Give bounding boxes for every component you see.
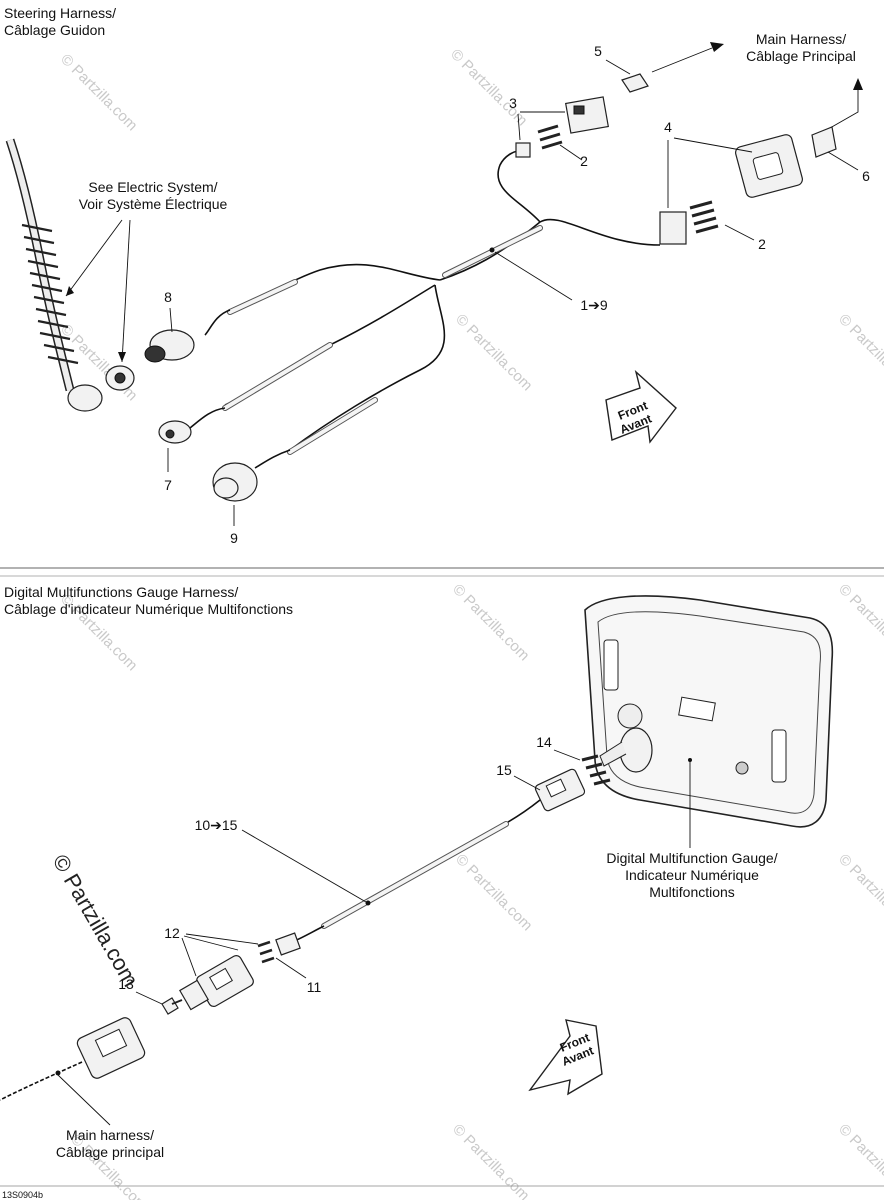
part-7-sensor [158, 407, 226, 444]
watermark: © Partzilla.com [835, 851, 884, 934]
section-title: Câblage d'indicateur Numérique Multifonc… [4, 601, 293, 617]
main-harness-label: Main Harness/ [756, 31, 846, 47]
callout-11: 11 [307, 979, 322, 995]
watermark: © Partzilla.com [449, 1121, 532, 1200]
section-title: Digital Multifunctions Gauge Harness/ [4, 584, 238, 600]
callout-9: 9 [230, 530, 238, 546]
main-harness-connector [0, 1017, 146, 1101]
callout-12: 12 [164, 925, 180, 941]
watermark: © Partzilla.com [449, 581, 532, 664]
callout-10-15: 10➔15 [195, 817, 238, 833]
part-4-connector [659, 134, 803, 245]
main-harness-label: Câblage principal [56, 1144, 164, 1160]
watermark: © Partzilla.com [452, 311, 535, 394]
gauge-label: Multifonctions [649, 884, 735, 900]
main-harness-label: Câblage Principal [746, 48, 856, 64]
steering-harness-wires [222, 149, 661, 455]
watermark: © Partzilla.com [57, 51, 140, 134]
figure-code: 13S0904b [2, 1190, 43, 1200]
callout-2: 2 [580, 153, 588, 169]
gauge-harness-cable [291, 799, 541, 943]
part-6-seal [811, 126, 837, 158]
callout-15: 15 [496, 762, 512, 778]
leader-line [65, 219, 123, 297]
watermark: © Partzilla.com [835, 311, 884, 394]
gauge-harness-section: Digital Multifunctions Gauge Harness/ Câ… [0, 584, 834, 1160]
section-title: Steering Harness/ [4, 5, 116, 21]
front-arrow-bottom: Front Avant [528, 1019, 603, 1096]
callout-8: 8 [164, 289, 172, 305]
see-electric-label: See Electric System/ [88, 179, 217, 195]
part-8-switch [144, 309, 231, 363]
main-harness-label: Main harness/ [66, 1127, 154, 1143]
multifunction-gauge [584, 595, 834, 828]
callout-3: 3 [509, 95, 517, 111]
part-15-connector [534, 768, 586, 812]
callout-1-9: 1➔9 [580, 297, 608, 313]
watermark: © Partzilla.com [835, 581, 884, 664]
part-3-connector [515, 96, 610, 158]
part-13-screw [161, 997, 183, 1015]
part-12-connector [179, 955, 254, 1011]
part-11-terminals [257, 932, 301, 964]
leader-line [121, 219, 131, 363]
callout-14: 14 [536, 734, 552, 750]
gauge-label: Digital Multifunction Gauge/ [606, 850, 777, 866]
watermark-large: © Partzilla.com [48, 850, 144, 991]
see-electric-label: Voir Système Électrique [79, 196, 228, 212]
part-9-sensor [212, 449, 291, 502]
section-title: Câblage Guidon [4, 22, 105, 38]
handlebar-assembly [5, 138, 135, 412]
gauge-label: Indicateur Numérique [625, 867, 759, 883]
steering-harness-section: Steering Harness/ Câblage Guidon See Ele… [4, 5, 870, 546]
callout-7: 7 [164, 477, 172, 493]
callout-6: 6 [862, 168, 870, 184]
callout-5: 5 [594, 43, 602, 59]
callout-4: 4 [664, 119, 672, 135]
callout-13: 13 [118, 976, 134, 992]
watermark: © Partzilla.com [835, 1121, 884, 1200]
part-5-clip [621, 73, 649, 93]
watermark: © Partzilla.com [452, 851, 535, 934]
callout-2: 2 [758, 236, 766, 252]
part-14-terminals [581, 754, 611, 786]
front-arrow-top: Front Avant [605, 369, 677, 444]
